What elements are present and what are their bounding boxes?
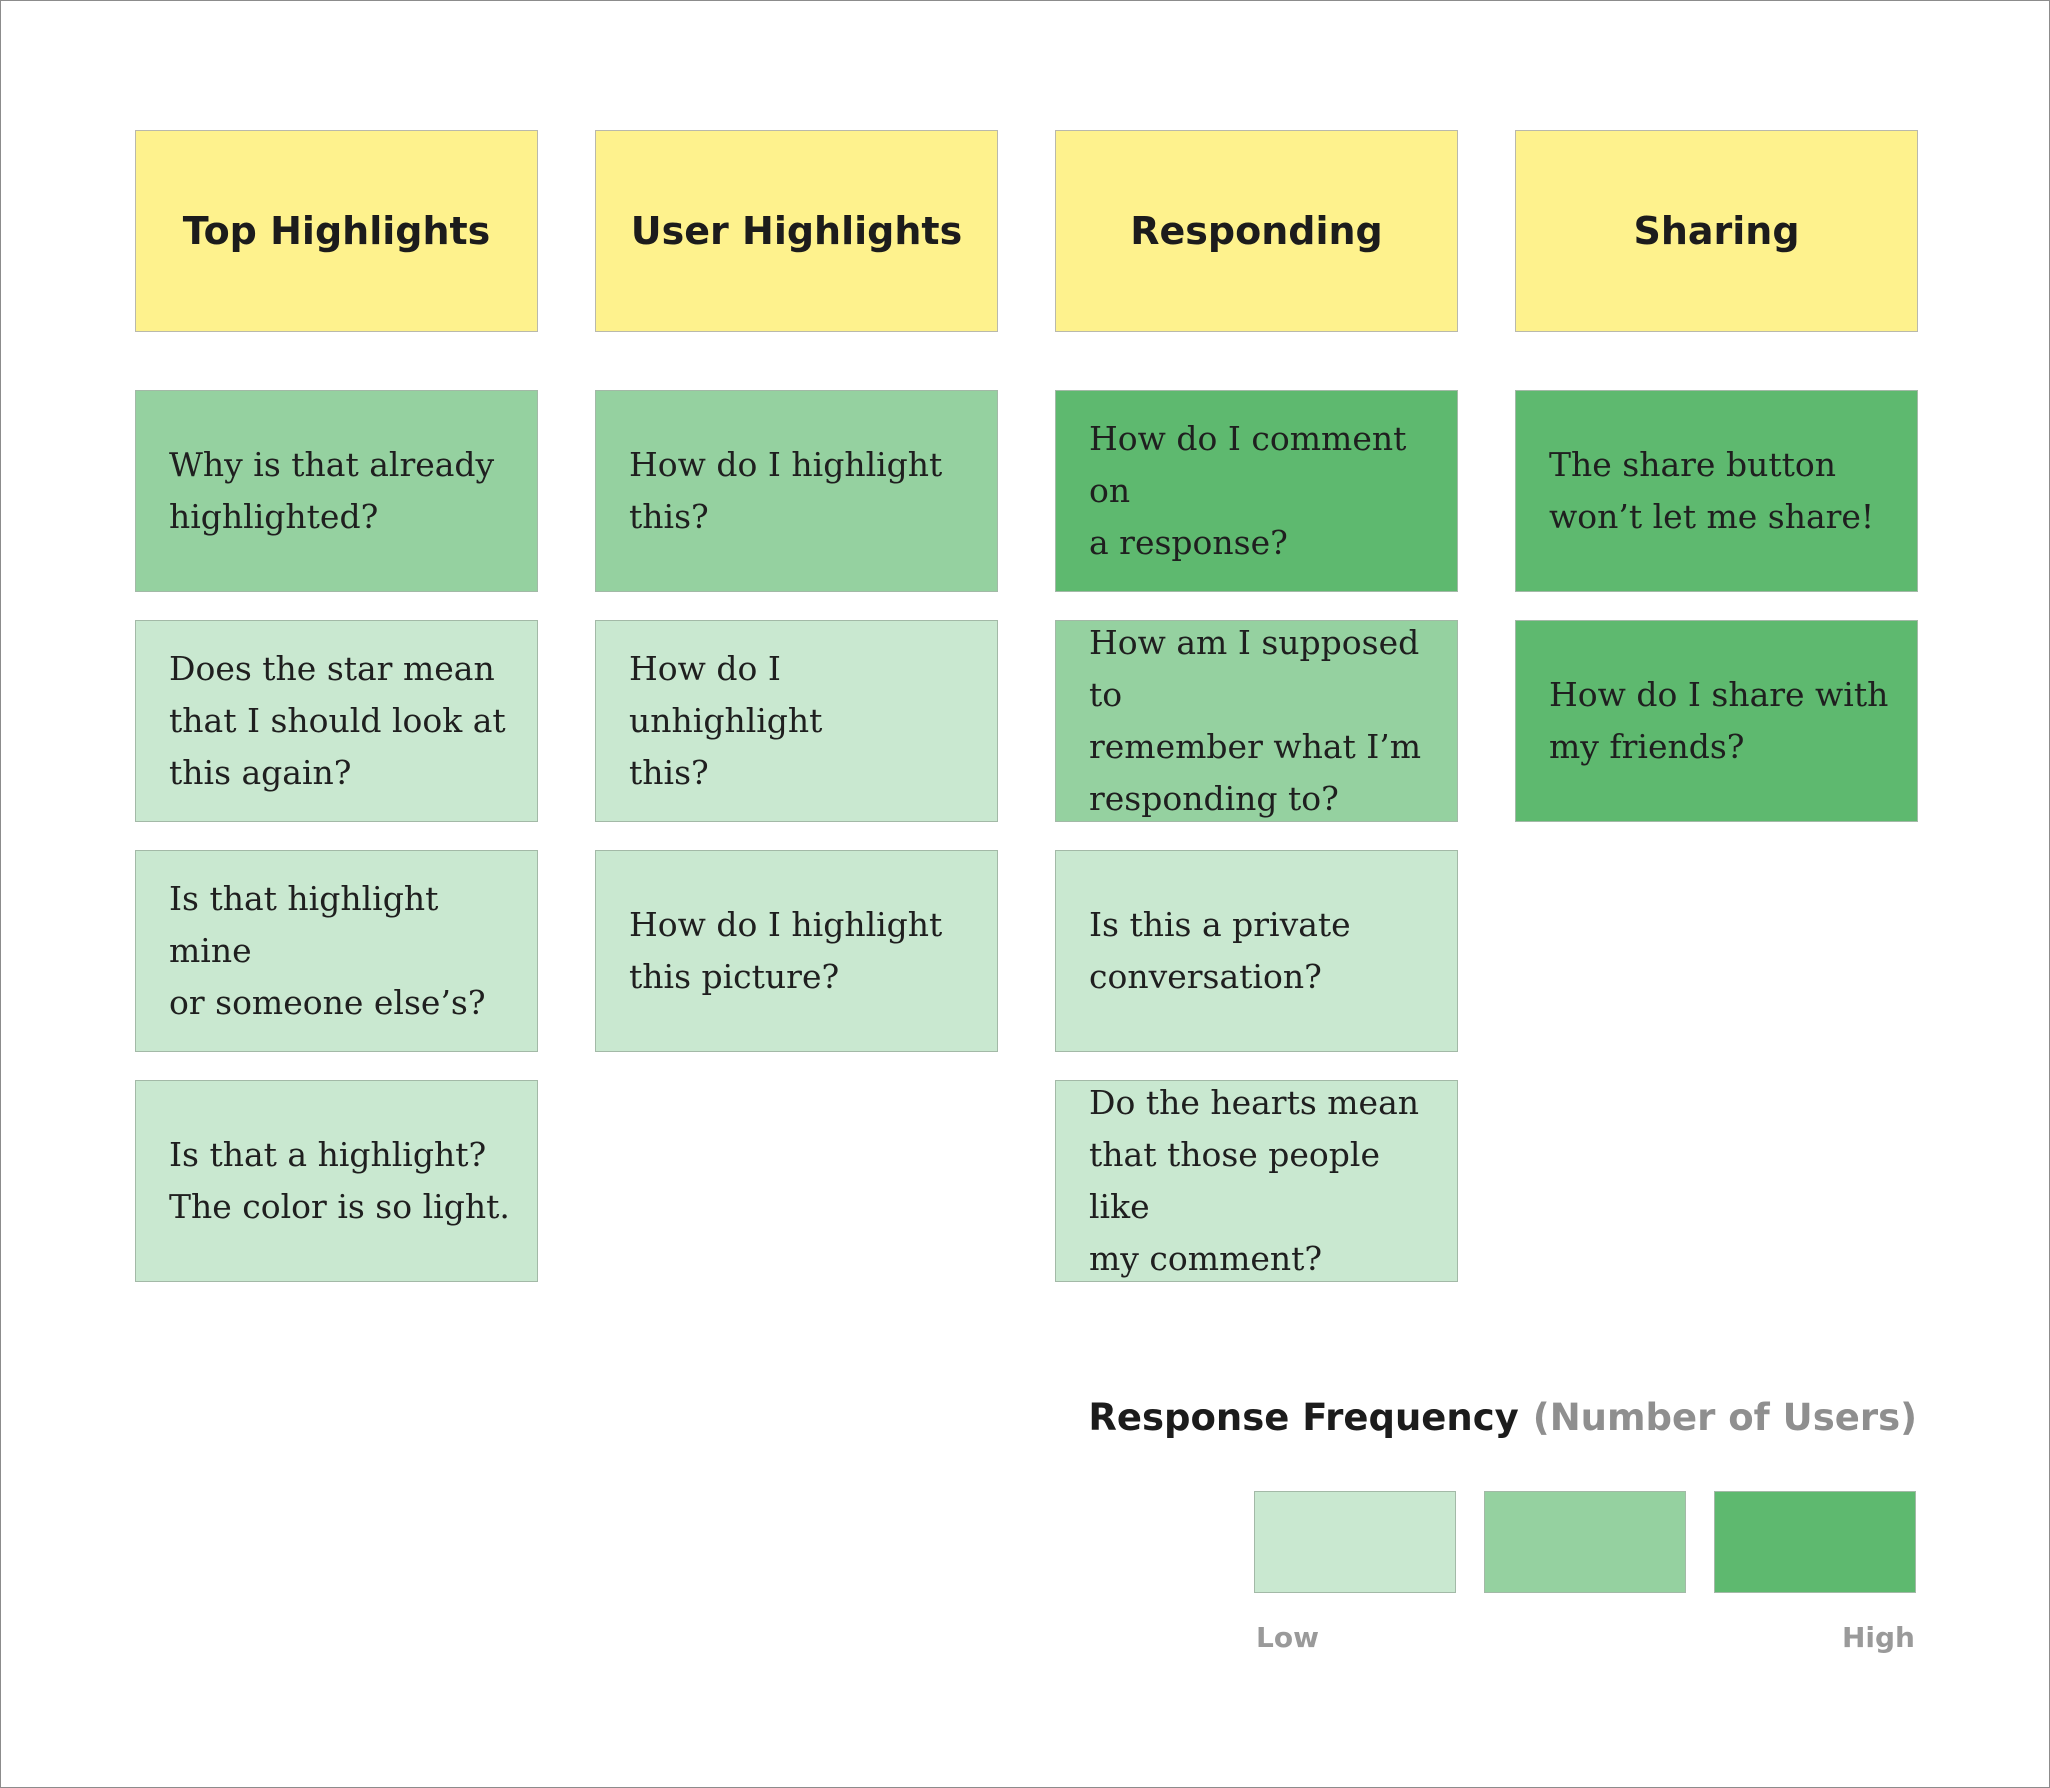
card-text: Is this a private conversation? — [1089, 899, 1351, 1003]
card-text: Do the hearts mean that those people like… — [1089, 1077, 1435, 1285]
card-text-line: conversation? — [1089, 957, 1322, 996]
card-list: How do I comment on a response? How am I … — [1055, 390, 1458, 1282]
legend-swatch-low — [1254, 1491, 1456, 1593]
card-text-line: How do I unhighlight — [629, 649, 823, 740]
legend-swatch-medium — [1484, 1491, 1686, 1593]
question-card: The share button won’t let me share! — [1515, 390, 1918, 592]
card-text-line: this? — [629, 753, 709, 792]
question-card: Is that a highlight? The color is so ligh… — [135, 1080, 538, 1282]
question-card: Is that highlight mine or someone else’s? — [135, 850, 538, 1052]
card-text-line: Do the hearts mean — [1089, 1083, 1420, 1122]
legend-swatch-high — [1714, 1491, 1916, 1593]
card-text-line: How am I supposed to — [1089, 623, 1420, 714]
question-card: How do I highlight this? — [595, 390, 998, 592]
column-header: Sharing — [1515, 130, 1918, 332]
card-text: How do I share with my friends? — [1549, 669, 1888, 773]
column-sharing: Sharing The share button won’t let me sha… — [1515, 130, 1918, 822]
card-text: The share button won’t let me share! — [1549, 439, 1874, 543]
card-text-line: my friends? — [1549, 727, 1745, 766]
question-card: How do I unhighlight this? — [595, 620, 998, 822]
legend-title: Response Frequency — [1088, 1396, 1519, 1439]
card-text: How do I highlight this? — [629, 439, 942, 543]
card-text-line: The color is so light. — [169, 1187, 510, 1226]
card-text-line: responding to? — [1089, 779, 1339, 818]
card-text-line: Is this a private — [1089, 905, 1351, 944]
card-text: How do I unhighlight this? — [629, 643, 975, 799]
question-card: How am I supposed to remember what I’m res… — [1055, 620, 1458, 822]
card-text: Does the star mean that I should look at t… — [169, 643, 506, 799]
question-card: How do I highlight this picture? — [595, 850, 998, 1052]
card-text-line: a response? — [1089, 523, 1288, 562]
question-card: Is this a private conversation? — [1055, 850, 1458, 1052]
card-text-line: How do I share with — [1549, 675, 1889, 714]
card-text: How am I supposed to remember what I’m res… — [1089, 617, 1435, 825]
column-header: User Highlights — [595, 130, 998, 332]
card-text-line: this again? — [169, 753, 352, 792]
card-text-line: or someone else’s? — [169, 983, 486, 1022]
column-responding: Responding How do I comment on a response… — [1055, 130, 1458, 1282]
card-text-line: How do I comment on — [1089, 419, 1407, 510]
legend-swatches — [1254, 1491, 1916, 1593]
legend-high-label: High — [1841, 1621, 1915, 1654]
card-text-line: highlighted? — [169, 497, 379, 536]
card-text: Is that a highlight? The color is so ligh… — [169, 1129, 510, 1233]
card-text-line: my comment? — [1089, 1239, 1323, 1278]
card-text-line: that I should look at — [169, 701, 506, 740]
card-text-line: remember what I’m — [1089, 727, 1422, 766]
card-text-line: Is that highlight mine — [169, 879, 439, 970]
card-text-line: How do I highlight — [629, 445, 943, 484]
legend-low-label: Low — [1256, 1621, 1319, 1654]
card-text: How do I comment on a response? — [1089, 413, 1435, 569]
question-card: Does the star mean that I should look at t… — [135, 620, 538, 822]
card-text: Why is that already highlighted? — [169, 439, 494, 543]
question-card: How do I comment on a response? — [1055, 390, 1458, 592]
card-text-line: Does the star mean — [169, 649, 495, 688]
column-header: Top Highlights — [135, 130, 538, 332]
card-list: How do I highlight this? How do I unhighl… — [595, 390, 998, 1052]
card-text-line: Is that a highlight? — [169, 1135, 487, 1174]
question-card: Why is that already highlighted? — [135, 390, 538, 592]
card-text: How do I highlight this picture? — [629, 899, 942, 1003]
legend-subtitle: (Number of Users) — [1532, 1396, 1917, 1439]
question-card: Do the hearts mean that those people like… — [1055, 1080, 1458, 1282]
frequency-legend: Response Frequency(Number of Users) Low … — [1088, 1396, 1917, 1676]
card-text-line: How do I highlight — [629, 905, 943, 944]
column-user-highlights: User Highlights How do I highlight this? … — [595, 130, 998, 1052]
card-list: Why is that already highlighted? Does the… — [135, 390, 538, 1282]
question-card: How do I share with my friends? — [1515, 620, 1918, 822]
card-text: Is that highlight mine or someone else’s? — [169, 873, 515, 1029]
column-top-highlights: Top Highlights Why is that already highli… — [135, 130, 538, 1282]
card-text-line: this picture? — [629, 957, 840, 996]
card-text-line: won’t let me share! — [1549, 497, 1875, 536]
card-list: The share button won’t let me share! How … — [1515, 390, 1918, 822]
legend-title-row: Response Frequency (Number of Users) — [1088, 1396, 1917, 1439]
card-text-line: this? — [629, 497, 709, 536]
card-text-line: Why is that already — [169, 445, 495, 484]
column-header: Responding — [1055, 130, 1458, 332]
card-text-line: that those people like — [1089, 1135, 1381, 1226]
card-text-line: The share button — [1549, 445, 1836, 484]
